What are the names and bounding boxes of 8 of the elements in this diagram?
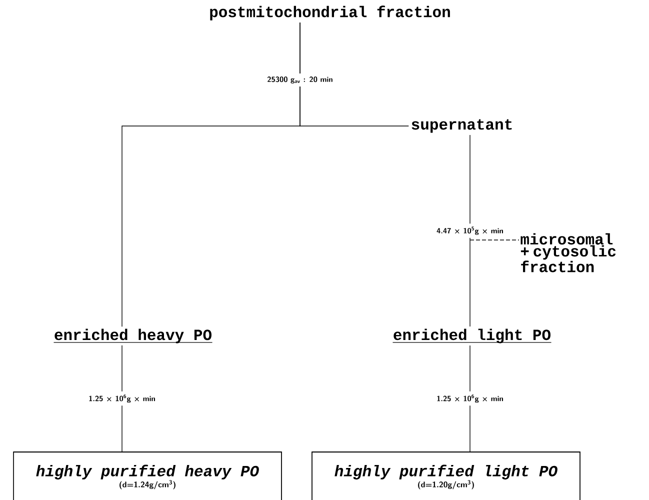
fraction-label: microsomal + cytosolic fraction [520, 233, 616, 272]
connector-line [122, 22, 300, 327]
underlined-label: enriched light PO [392, 328, 552, 344]
fraction-label: postmitochondrial fraction [210, 6, 450, 20]
fraction-label: supernatant [412, 119, 512, 133]
result-box: highly purified light PO (d=1.20g/cm$^{3}$) [312, 452, 580, 500]
underlined-label: enriched heavy PO [53, 328, 213, 344]
result-box: highly purified heavy PO (d=1.24g/cm$^{3}$) [13, 452, 282, 500]
